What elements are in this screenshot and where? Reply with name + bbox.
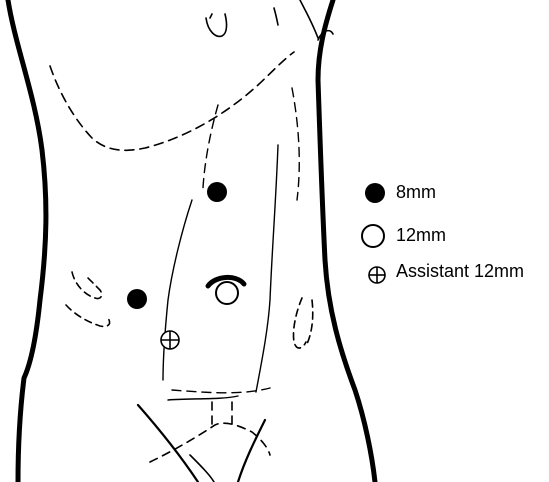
- legend-label-assistant: Assistant 12mm: [396, 261, 524, 281]
- costal-margin: [50, 52, 294, 150]
- open-circle-icon: [362, 225, 384, 247]
- legend: 8mm 12mm Assistant 12mm: [362, 182, 524, 283]
- left-flank-line: [8, 0, 46, 482]
- port-assistant-12mm: [161, 331, 179, 349]
- port-8mm-upper: [207, 182, 227, 202]
- chest-contour-right: [300, 0, 318, 38]
- legend-item-12mm: 12mm: [362, 225, 446, 247]
- legend-label-12mm: 12mm: [396, 225, 446, 245]
- port-markers: [127, 182, 238, 349]
- iliac-crest-markings: [66, 272, 313, 348]
- chest-contour-left: [274, 8, 278, 25]
- port-8mm-left: [127, 289, 147, 309]
- filled-circle-icon: [365, 183, 385, 203]
- legend-label-8mm: 8mm: [396, 182, 436, 202]
- legend-item-assistant: Assistant 12mm: [369, 261, 524, 283]
- torso-outline: [8, 0, 375, 482]
- port-12mm-umbilical: [216, 282, 238, 304]
- legend-item-8mm: 8mm: [365, 182, 436, 203]
- crossed-circle-icon: [369, 267, 385, 283]
- groin-outline: [138, 402, 270, 482]
